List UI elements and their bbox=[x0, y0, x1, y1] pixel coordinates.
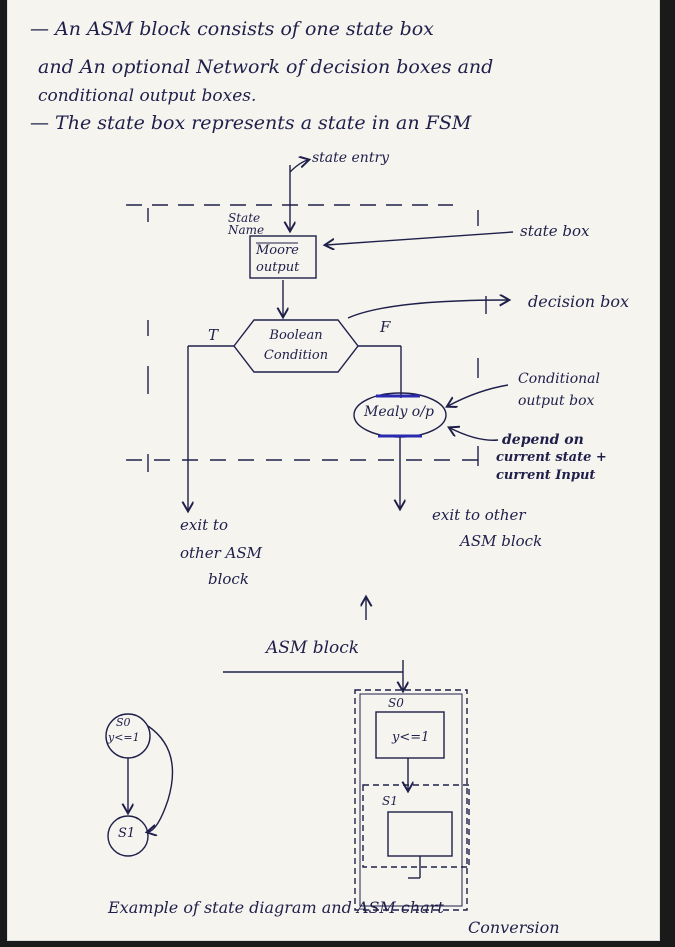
exit-true-line-3: block bbox=[208, 570, 249, 588]
decision-box-label: decision box bbox=[528, 292, 630, 311]
note-line-3: conditional output boxes. bbox=[38, 86, 257, 106]
exit-false-line-2: ASM block bbox=[460, 532, 543, 550]
false-label: F bbox=[380, 318, 391, 336]
state-entry-label: state entry bbox=[312, 150, 390, 166]
true-label: T bbox=[208, 326, 219, 344]
depend-note-line-2: current state + bbox=[496, 450, 607, 465]
note-line-2: and An optional Network of decision boxe… bbox=[38, 56, 494, 78]
example-caption-line-1: Example of state diagram and ASM chart bbox=[108, 898, 444, 917]
depend-note-line-1: depend on bbox=[502, 432, 584, 448]
asm-s0-condition: y<=1 bbox=[392, 730, 430, 745]
state-s1-name: S1 bbox=[118, 826, 136, 841]
exit-false-line-1: exit to other bbox=[432, 506, 526, 524]
state-box bbox=[249, 235, 317, 279]
asm-state-s1 bbox=[387, 811, 453, 857]
note-line-1: — An ASM block consists of one state box bbox=[30, 18, 434, 40]
mealy-output-text: Mealy o/p bbox=[364, 404, 434, 420]
exit-true-line-1: exit to bbox=[180, 516, 228, 534]
asm-s0-name: S0 bbox=[388, 696, 404, 710]
asm-diagram bbox=[105, 0, 514, 911]
asm-chart-outline bbox=[354, 689, 468, 911]
note-line-4: — The state box represents a state in an… bbox=[30, 112, 472, 134]
state-name-label: State Name bbox=[228, 211, 265, 237]
conditional-output-label: Conditional output box bbox=[518, 371, 600, 409]
state-box-label: state box bbox=[520, 222, 590, 240]
asm-s1-name: S1 bbox=[382, 794, 398, 808]
notebook-page: — An ASM block consists of one state box… bbox=[8, 0, 659, 940]
example-caption-line-2: Conversion bbox=[468, 918, 560, 937]
state-s0-condition: y<=1 bbox=[108, 731, 140, 744]
asm-block-caption: ASM block bbox=[266, 638, 360, 658]
boolean-condition-text: Boolean Condition bbox=[263, 328, 329, 363]
exit-true-line-2: other ASM bbox=[180, 544, 263, 562]
depend-note-line-3: current Input bbox=[496, 468, 596, 483]
asm-state-s0 bbox=[375, 711, 445, 759]
moore-output-text: Moore output bbox=[256, 243, 300, 275]
asm-block-s1 bbox=[362, 784, 470, 868]
state-s0-name: S0 bbox=[116, 716, 131, 729]
